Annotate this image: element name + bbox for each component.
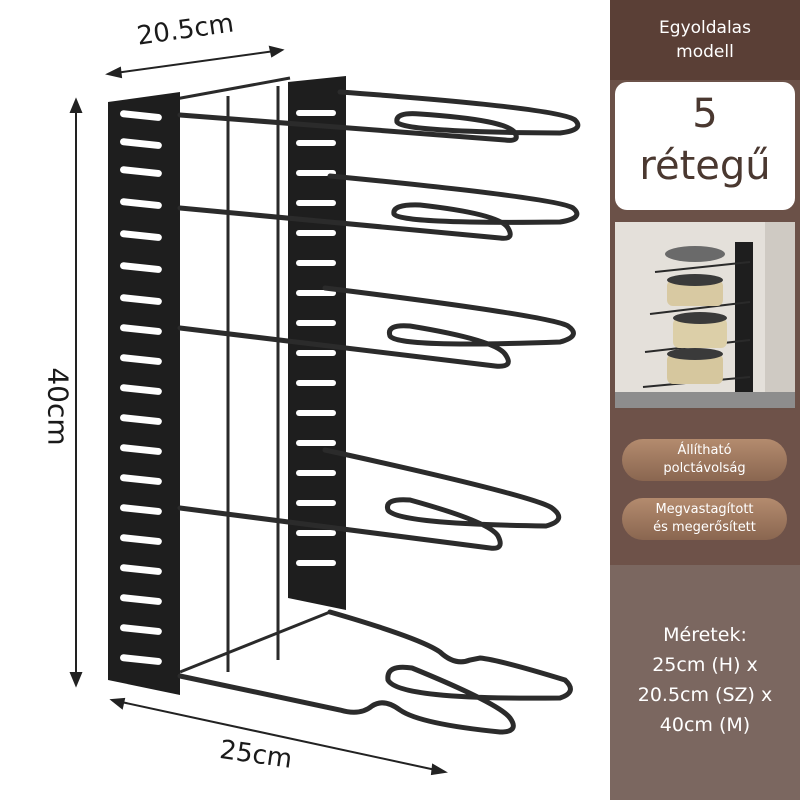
size-spec: Méretek: 25cm (H) x 20.5cm (SZ) x 40cm (…: [610, 620, 800, 740]
layer-count: 5: [692, 91, 718, 137]
left-slots: [120, 110, 162, 665]
feature-1-line1: Állítható: [677, 443, 732, 458]
size-line4: 40cm (M): [659, 714, 751, 736]
left-slotted-panel: [108, 92, 180, 695]
panel-size-band: [610, 565, 800, 800]
model-title: Egyoldalas modell: [610, 16, 800, 64]
panel-header-band: [610, 0, 800, 80]
layer-count-card: 5 rétegű: [615, 82, 795, 210]
panel-feature-band: [610, 410, 800, 565]
right-slots: [296, 110, 336, 566]
feature-2-line2: és megerősített: [653, 520, 756, 535]
pot-rack-illustration: [69, 45, 581, 776]
depth-arrow: [109, 697, 448, 776]
height-arrow: [69, 97, 83, 688]
feature-reinforced: Megvastagított és megerősített: [622, 498, 787, 540]
feature-1-line2: polctávolság: [663, 461, 746, 476]
layer-word: rétegű: [639, 143, 771, 189]
size-line2: 25cm (H) x: [652, 654, 758, 676]
usage-photo-illustration: [615, 222, 795, 408]
feature-2-line1: Megvastagított: [655, 502, 754, 517]
model-title-line1: Egyoldalas: [659, 18, 751, 38]
size-line3: 20.5cm (SZ) x: [637, 684, 773, 706]
info-panel: Egyoldalas modell 5 rétegű: [610, 0, 800, 800]
height-dimension-label: 40cm: [41, 367, 75, 446]
shelf-arms: [177, 89, 581, 735]
size-line1: Méretek:: [663, 624, 747, 646]
width-arrow: [105, 45, 285, 79]
usage-photo: [615, 222, 795, 408]
model-title-line2: modell: [676, 42, 734, 62]
feature-adjustable-spacing: Állítható polctávolság: [622, 439, 787, 481]
product-stage: 20.5cm 40cm 25cm: [41, 8, 581, 776]
